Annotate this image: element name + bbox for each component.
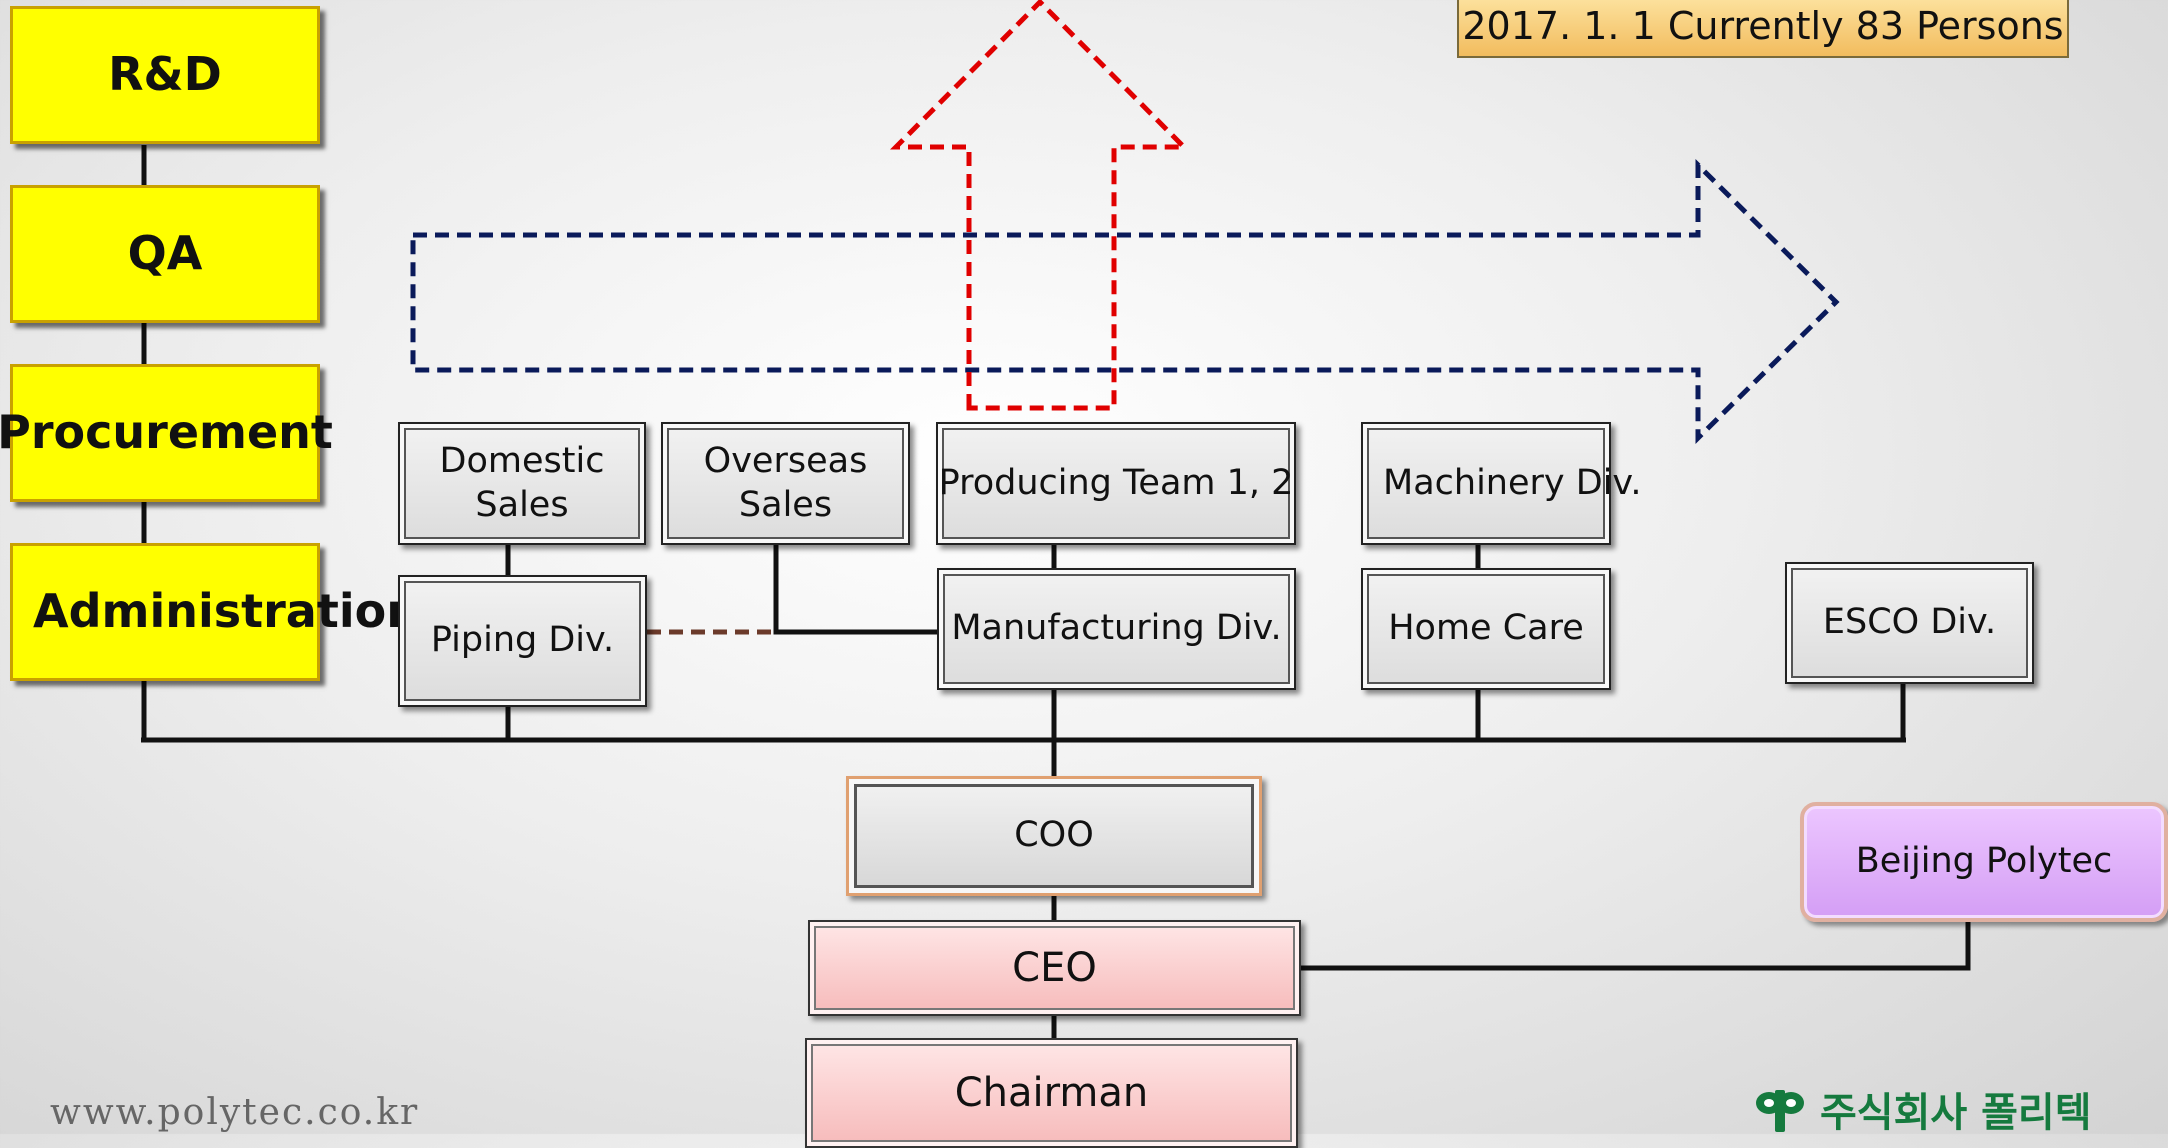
division-label: Piping Div. [430, 620, 615, 661]
ceo-box: CEO [808, 920, 1301, 1016]
coo-box: COO [846, 776, 1262, 896]
division-label: Overseas Sales [703, 440, 868, 525]
division-piping: Piping Div. [398, 575, 647, 707]
division-label: Machinery Div. [1383, 462, 1642, 503]
division-label: Home Care [1388, 608, 1584, 649]
growth-arrow-right [410, 158, 1840, 444]
division-overseas-sales: Overseas Sales [661, 422, 910, 545]
division-esco: ESCO Div. [1785, 562, 2034, 684]
side-unit-label: QA [127, 226, 203, 281]
growth-arrow-up [889, 0, 1191, 411]
division-label: ESCO Div. [1822, 602, 1997, 643]
side-unit-qa: QA [10, 185, 320, 323]
side-unit-procurement: Procurement [0, 364, 333, 502]
side-unit-label: R&D [108, 47, 222, 102]
division-domestic-sales: Domestic Sales [398, 422, 646, 545]
chairman-label: Chairman [954, 1070, 1149, 1116]
subsidiary-beijing-polytec: Beijing Polytec [1800, 802, 2168, 922]
division-home-care: Home Care [1361, 568, 1611, 690]
division-manufacturing: Manufacturing Div. [937, 568, 1296, 690]
polytec-logo-icon [1756, 1090, 1804, 1132]
headcount-note: 2017. 1. 1 Currently 83 Persons [1457, 0, 2069, 58]
headcount-note-text: 2017. 1. 1 Currently 83 Persons [1462, 4, 2064, 48]
subsidiary-label: Beijing Polytec [1855, 841, 2113, 882]
coo-label: COO [1014, 815, 1094, 856]
chairman-box: Chairman [805, 1038, 1298, 1148]
side-unit-label: Administration [33, 584, 419, 639]
division-label: Domestic Sales [439, 440, 605, 525]
website-url: www.polytec.co.kr [50, 1092, 420, 1133]
division-producing-team: Producing Team 1, 2 [936, 422, 1296, 545]
side-unit-rnd: R&D [10, 6, 320, 144]
division-machinery: Machinery Div. [1361, 422, 1642, 545]
division-label: Manufacturing Div. [951, 608, 1282, 649]
side-unit-label: Procurement [0, 405, 333, 460]
ceo-label: CEO [1012, 945, 1097, 991]
company-logo: 주식회사 폴리텍 [1754, 1080, 2092, 1138]
company-logo-text: 주식회사 폴리텍 [1820, 1090, 2092, 1136]
side-unit-administration: Administration [10, 543, 419, 681]
division-label: Producing Team 1, 2 [938, 462, 1294, 503]
